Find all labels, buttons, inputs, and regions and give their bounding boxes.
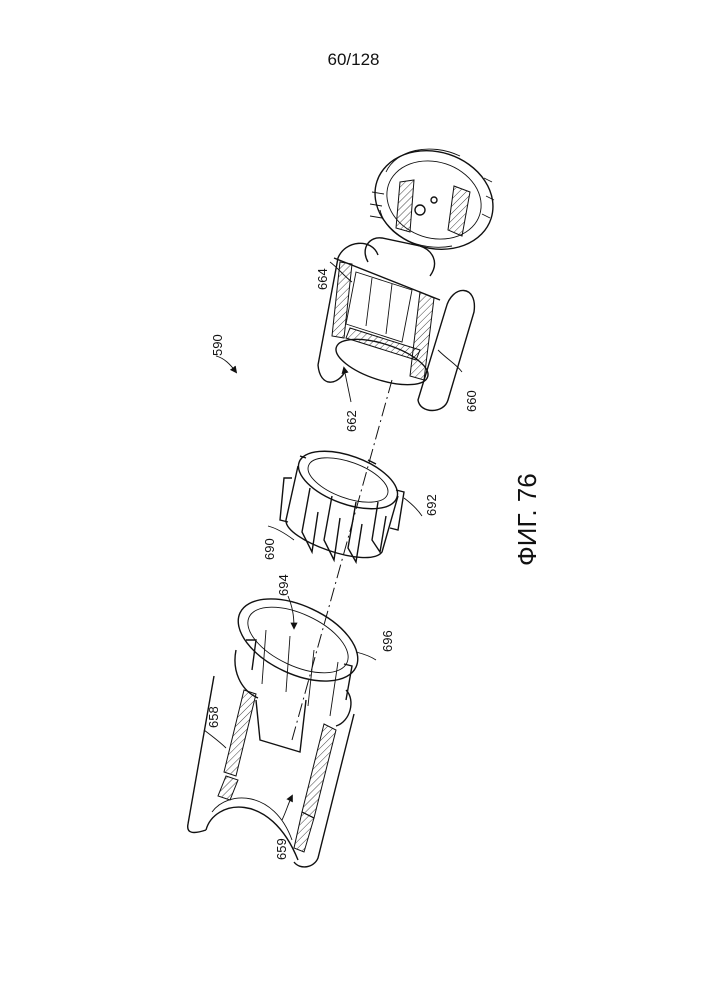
ref-658: 658 <box>206 706 221 728</box>
ref-659: 659 <box>274 838 289 860</box>
housing-assembly-660 <box>318 136 506 411</box>
ref-664: 664 <box>315 268 330 290</box>
ref-590: 590 <box>210 334 225 356</box>
reference-numerals: 590 664 662 660 692 690 694 696 658 659 <box>206 268 479 860</box>
assembly-axis <box>292 380 392 740</box>
ref-696: 696 <box>380 630 395 652</box>
ring-component-690 <box>280 440 405 562</box>
figure-label: ФИГ. 76 <box>512 473 542 566</box>
ball-head <box>362 136 506 264</box>
ref-660: 660 <box>464 390 479 412</box>
ref-692: 692 <box>424 494 439 516</box>
ref-662: 662 <box>344 410 359 432</box>
ref-690: 690 <box>262 538 277 560</box>
ref-694: 694 <box>276 574 291 596</box>
